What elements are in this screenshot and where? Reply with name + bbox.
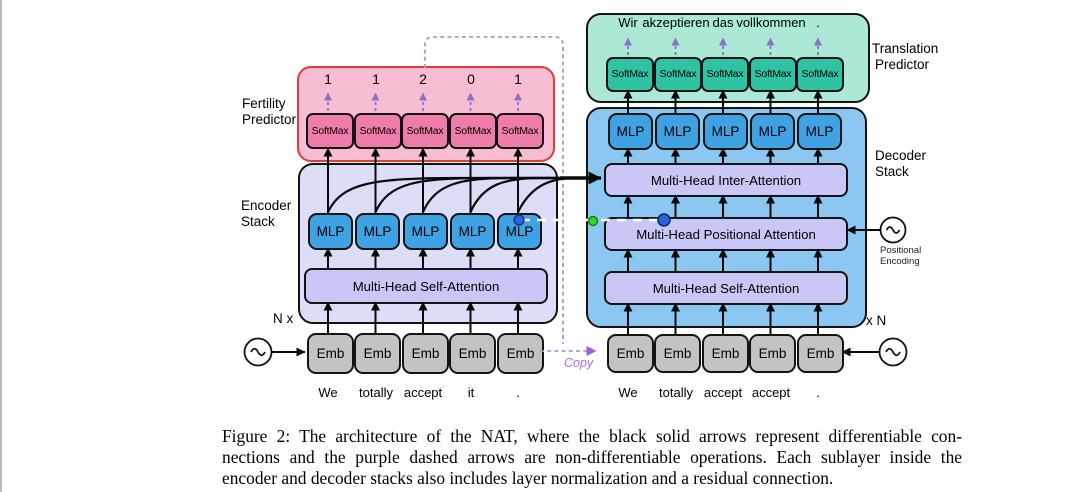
decoder-mlp-box: MLP: [655, 113, 700, 150]
fertility-softmax-box: SoftMax: [401, 113, 449, 149]
decoder-input-word: We: [618, 385, 638, 400]
decoder-mlp-box: MLP: [750, 113, 795, 150]
encoder-mlp-box: MLP: [497, 213, 542, 250]
translation-predictor-label-line1: Translation: [872, 41, 939, 56]
encoder-repeat-label: N x: [273, 311, 294, 326]
encoder-emb-box: Emb: [402, 333, 449, 374]
fertility-predictor-label-line2: Predictor: [242, 111, 297, 127]
encoder-mlp-box: MLP: [450, 213, 495, 250]
translation-output-word: das: [712, 15, 734, 30]
encoder-self-attention-bar: Multi-Head Self-Attention: [304, 268, 548, 304]
encoder-stack-label-line2: Stack: [241, 213, 275, 229]
decoder-positional-encoding-icon: [878, 337, 908, 367]
translation-output-word: akzeptieren: [642, 15, 710, 30]
translation-softmax-box: SoftMax: [749, 57, 797, 92]
translation-output-word: Wir: [618, 15, 638, 30]
fertility-value: 2: [419, 71, 427, 87]
encoder-input-word: accept: [403, 385, 443, 400]
encoder-emb-box: Emb: [307, 333, 354, 374]
fertility-value: 1: [514, 71, 522, 87]
caption-line-2: nections and the purple dashed arrows ar…: [222, 447, 962, 467]
fertility-predictor-label: Fertility Predictor: [242, 96, 296, 127]
encoder-stack-label-line1: Encoder: [241, 198, 292, 213]
decoder-stack-label-line2: Stack: [875, 163, 909, 179]
translation-output-word: .: [816, 15, 820, 30]
translation-softmax-box: SoftMax: [796, 57, 844, 92]
encoder-positional-encoding-icon: [243, 337, 273, 367]
translation-softmax-box: SoftMax: [606, 57, 654, 92]
encoder-input-word: We: [318, 385, 338, 400]
encoder-emb-box: Emb: [497, 333, 544, 374]
decoder-inter-attention-bar: Multi-Head Inter-Attention: [604, 163, 848, 197]
fertility-predictor-label-line1: Fertility: [242, 96, 286, 111]
caption-line-3: encoder and decoder stacks also includes…: [222, 468, 834, 488]
fertility-softmax-box: SoftMax: [306, 113, 354, 149]
translation-predictor-label-line2: Predictor: [875, 56, 930, 72]
decoder-emb-box: Emb: [654, 334, 701, 373]
positional-attention-encoding-icon: [879, 216, 907, 244]
encoder-emb-box: Emb: [354, 333, 401, 374]
decoder-emb-box: Emb: [702, 334, 749, 373]
decoder-emb-box: Emb: [797, 334, 844, 373]
fertility-value: 0: [467, 71, 475, 87]
fertility-value: 1: [372, 71, 380, 87]
encoder-emb-box: Emb: [449, 333, 496, 374]
decoder-mlp-box: MLP: [797, 113, 842, 150]
decoder-input-word: .: [816, 385, 820, 400]
decoder-input-word: accept: [703, 385, 743, 400]
translation-softmax-box: SoftMax: [701, 57, 749, 92]
decoder-stack-label: Decoder Stack: [875, 148, 926, 179]
decoder-mlp-box: MLP: [703, 113, 748, 150]
decoder-emb-box: Emb: [607, 334, 654, 373]
fertility-value: 1: [324, 71, 332, 87]
encoder-mlp-box: MLP: [403, 213, 448, 250]
encoder-mlp-box: MLP: [355, 213, 400, 250]
caption-line-1: Figure 2: The architecture of the NAT, w…: [222, 426, 962, 446]
decoder-mlp-box: MLP: [608, 113, 653, 150]
encoder-input-word: it: [467, 385, 475, 400]
positional-encoding-label-line2: Encoding: [880, 255, 920, 267]
positional-encoding-label-line1: Positional: [880, 245, 922, 256]
decoder-positional-attention-bar: Multi-Head Positional Attention: [604, 217, 848, 251]
page-left-border: [0, 0, 2, 492]
decoder-repeat-label: x N: [866, 313, 887, 328]
encoder-input-word: totally: [359, 385, 393, 400]
fertility-softmax-box: SoftMax: [354, 113, 402, 149]
positional-encoding-label: Positional Encoding: [880, 245, 922, 267]
decoder-stack-label-line1: Decoder: [875, 148, 927, 163]
decoder-self-attention-bar: Multi-Head Self-Attention: [604, 271, 848, 305]
copy-label: Copy: [564, 356, 594, 370]
translation-softmax-box: SoftMax: [654, 57, 702, 92]
figure-caption: Figure 2: The architecture of the NAT, w…: [222, 426, 962, 489]
decoder-input-word: accept: [751, 385, 791, 400]
encoder-mlp-box: MLP: [308, 213, 353, 250]
fertility-softmax-box: SoftMax: [449, 113, 497, 149]
decoder-emb-box: Emb: [749, 334, 796, 373]
translation-predictor-label: Translation Predictor: [872, 41, 938, 72]
fertility-softmax-box: SoftMax: [496, 113, 544, 149]
encoder-stack-label: Encoder Stack: [241, 198, 291, 229]
translation-output-word: vollkommen: [736, 15, 806, 30]
decoder-input-word: totally: [659, 385, 693, 400]
encoder-input-word: .: [516, 385, 520, 400]
